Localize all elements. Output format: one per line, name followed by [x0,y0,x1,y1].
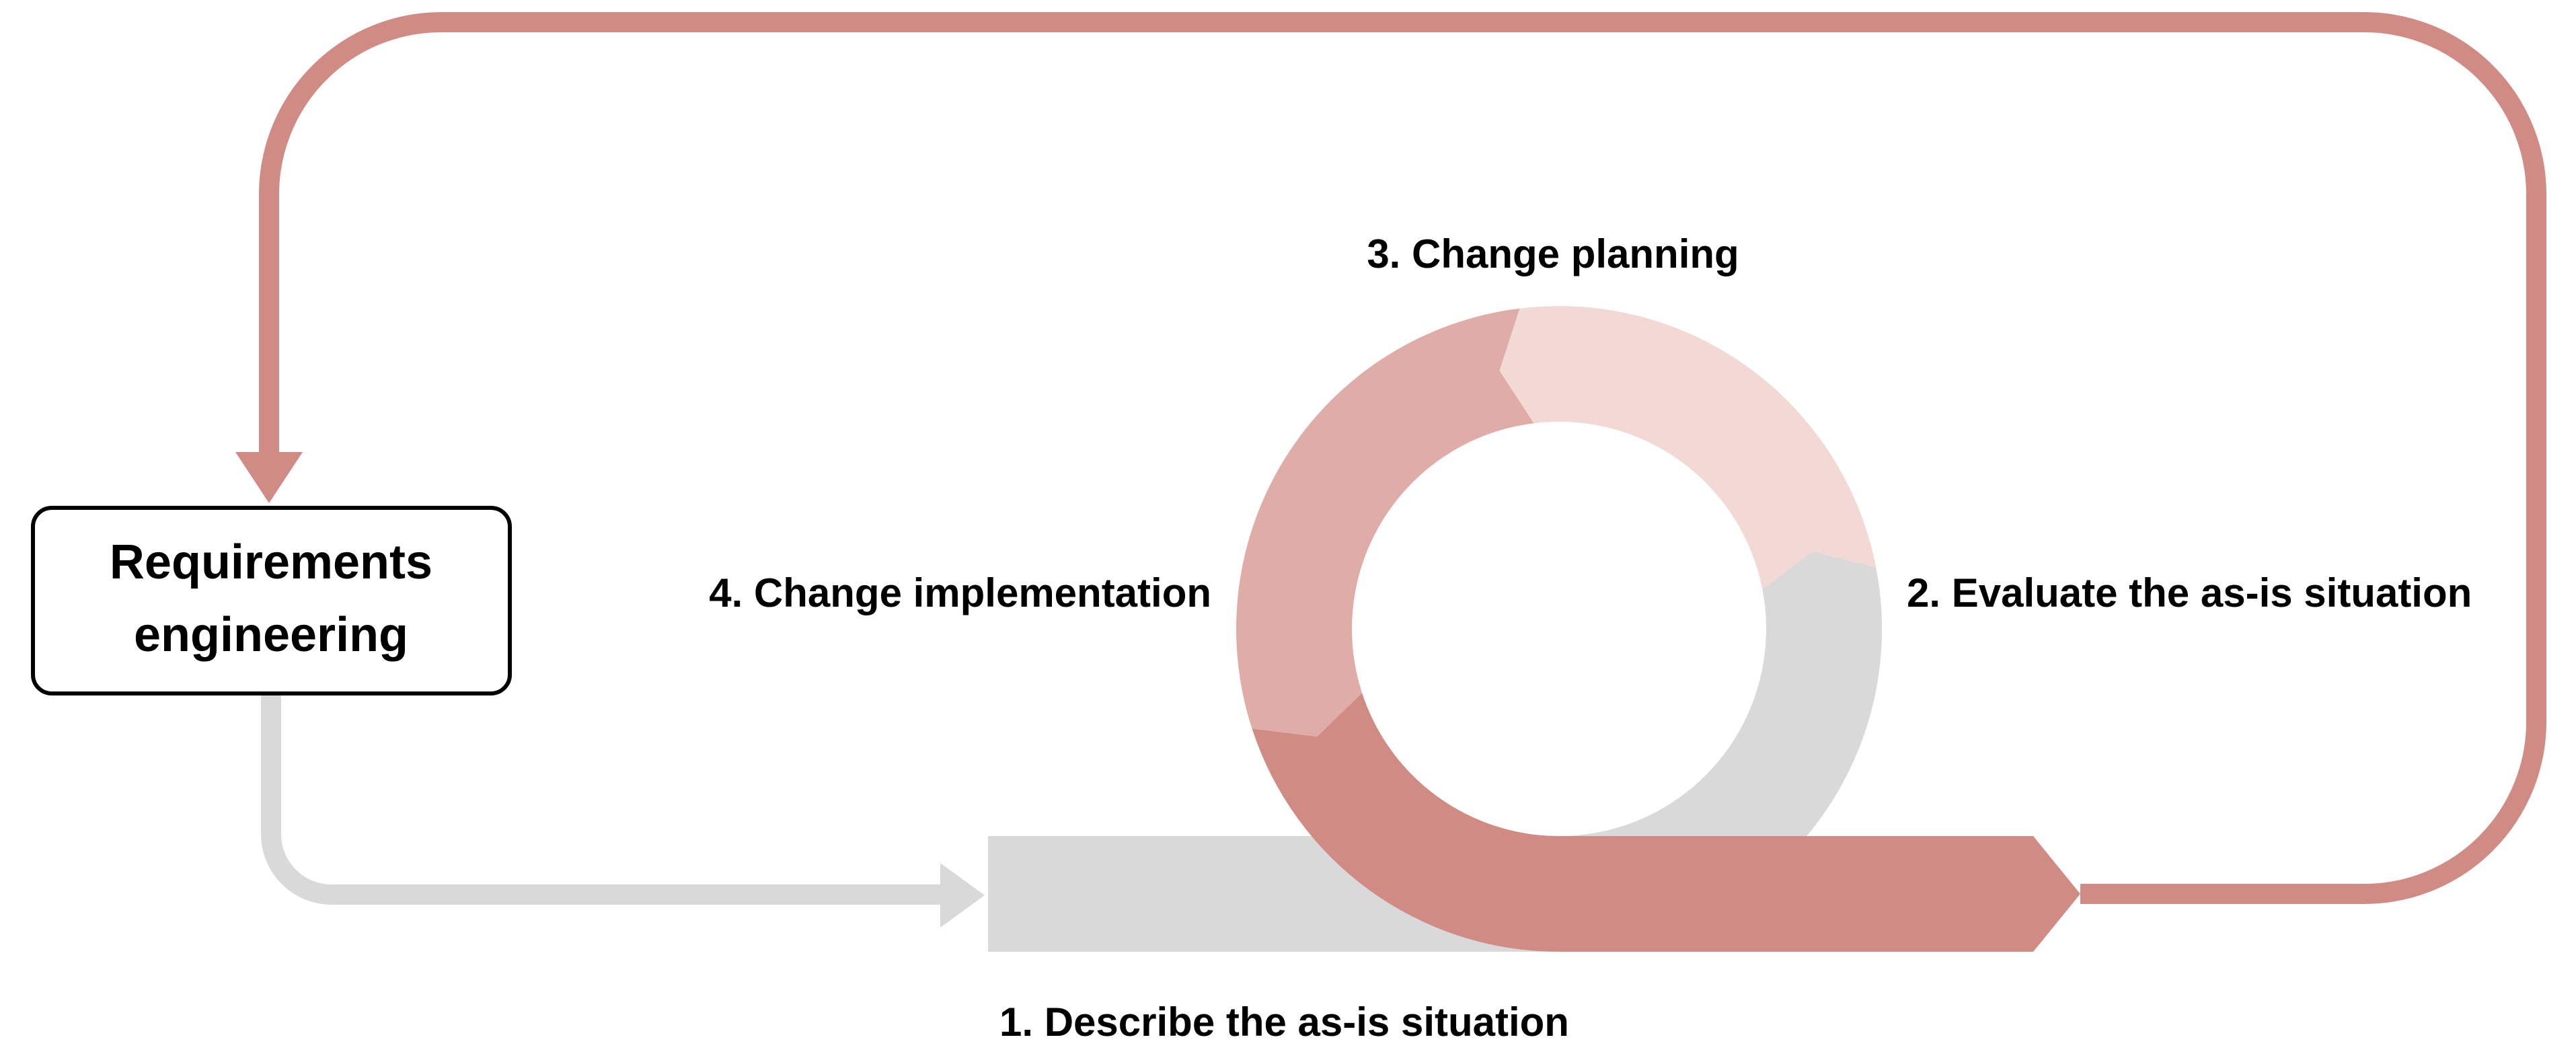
loop-segment-4-implementation [1252,693,2080,952]
requirements-box-label-line2: engineering [134,608,408,662]
requirements-box [31,506,512,695]
requirements-box-label-line1: Requirements [110,535,432,589]
loop-segment-3-planning [1236,308,1534,737]
loop-segment-2-evaluate [1499,306,1877,590]
feed-connector-line [261,693,942,905]
return-loop-line [259,12,2546,904]
return-loop-arrowhead-icon [235,452,303,503]
step-4-label: 4. Change implementation [709,570,1211,615]
step-1-label: 1. Describe the as-is situation [999,1000,1569,1045]
step-3-label: 3. Change planning [1367,231,1739,276]
feed-connector-arrowhead-icon [940,863,985,928]
step-2-label: 2. Evaluate the as-is situation [1907,570,2472,615]
